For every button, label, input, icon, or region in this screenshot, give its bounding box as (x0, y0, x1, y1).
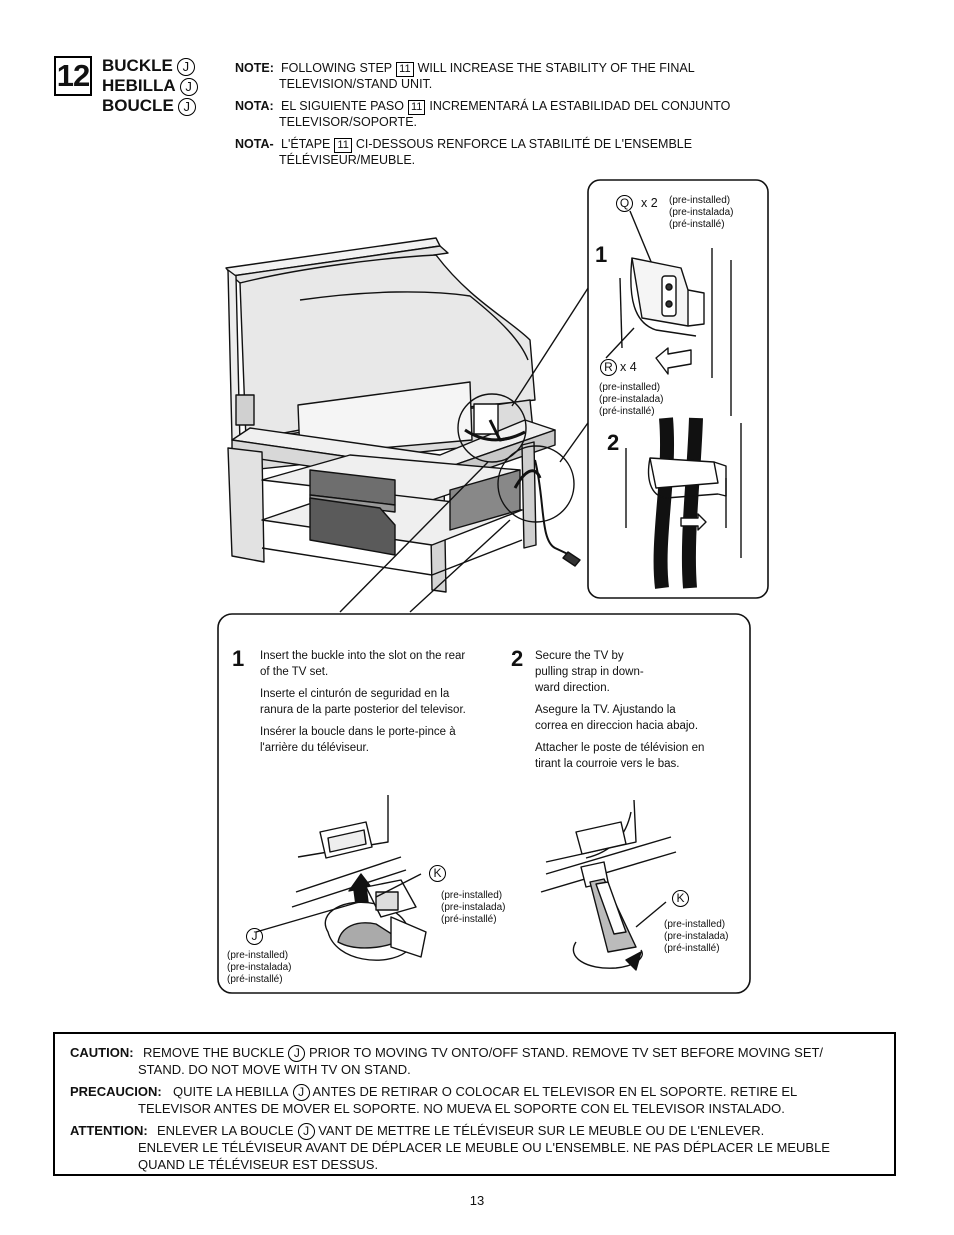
tv-stand-illustration (225, 237, 591, 613)
instruction-step-2-number: 2 (511, 646, 524, 671)
part-j-label: J (246, 928, 263, 945)
instruction-panel (217, 613, 751, 994)
part-j-badge: J (177, 97, 196, 116)
part-j-badge: J (292, 1084, 310, 1102)
part-j-badge: J (176, 57, 195, 76)
pre-installed-note-r: (pre-installed)(pre-instalada)(pré-insta… (599, 382, 664, 417)
instruction-step-1-number: 1 (232, 646, 245, 671)
buckle-detail-panel (587, 179, 769, 599)
pre-installed-note-k1: (pre-installed)(pre-instalada)(pré-insta… (441, 890, 506, 925)
step-ref-box: 11 (396, 62, 414, 77)
part-q-badge: Q (616, 195, 633, 212)
instruction-step-2-text: Secure the TV by pulling strap in down- … (535, 650, 705, 770)
instruction-step-1-text: Insert the buckle into the slot on the r… (260, 650, 466, 754)
pre-installed-note-j: (pre-installed)(pre-instalada)(pré-insta… (227, 950, 292, 985)
part-r-quantity: x 4 (620, 360, 637, 374)
part-q-quantity: x 2 (641, 196, 658, 210)
step-ref-box: 11 (334, 138, 352, 153)
page-number: 13 (469, 1193, 485, 1208)
part-k-label-2: K (672, 890, 689, 907)
detail-step-1: 1 (595, 242, 608, 267)
step-number: 12 (56, 58, 90, 93)
pre-installed-note-k2: (pre-installed)(pre-instalada)(pré-insta… (664, 919, 729, 954)
part-k-label-1: K (429, 865, 446, 882)
step-number-box: 12 (54, 56, 92, 96)
part-j-badge: J (297, 1123, 315, 1141)
part-j-badge: J (179, 77, 198, 96)
part-r-badge: R (600, 359, 617, 376)
pre-installed-note-q: (pre-installed)(pre-instalada)(pré-insta… (669, 195, 734, 230)
part-j-badge: J (288, 1045, 306, 1063)
step-ref-box: 11 (407, 100, 426, 115)
detail-step-2: 2 (607, 430, 620, 455)
